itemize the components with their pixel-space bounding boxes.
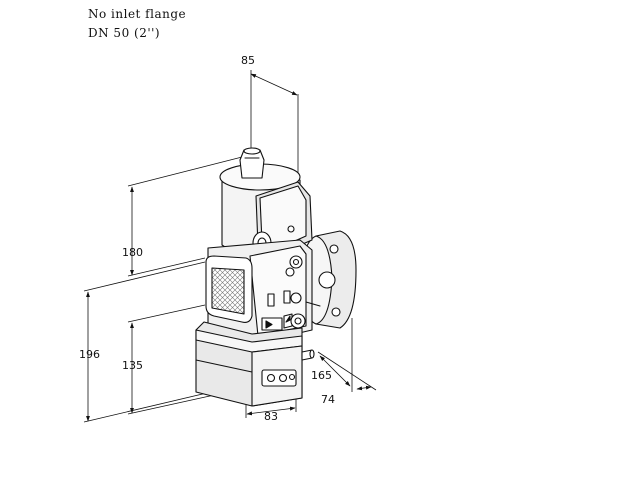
valve-body (195, 147, 357, 407)
dimension-180: 180 (122, 246, 143, 259)
dimension-83: 83 (264, 410, 278, 423)
caption-title: No inlet flange (88, 7, 187, 21)
dimension-196: 196 (79, 348, 100, 361)
dimension-135: 135 (122, 359, 143, 372)
dimension-165: 165 (311, 369, 332, 382)
caption-size: DN 50 (2'') (88, 26, 161, 40)
dimension-74: 74 (321, 393, 335, 406)
dimension-lines (83, 70, 377, 423)
dimension-85: 85 (241, 54, 255, 67)
